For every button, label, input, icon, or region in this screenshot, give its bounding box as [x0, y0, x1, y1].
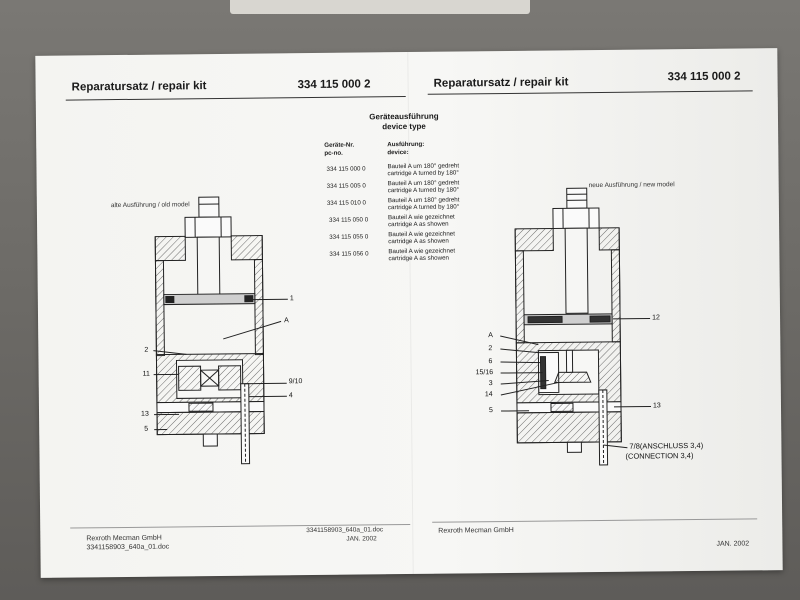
- connection-note-de: 7/8(ANSCHLUSS 3,4): [629, 440, 704, 451]
- footer-company-left: Rexroth Mecman GmbH: [86, 534, 162, 543]
- right-label-5: 5: [488, 407, 493, 415]
- right-label-13: 13: [652, 402, 661, 410]
- right-label-A: A: [488, 332, 493, 340]
- footer-date-right: JAN. 2002: [716, 540, 750, 548]
- footer-doc-left: 3341158903_640a_01.doc: [86, 543, 170, 552]
- right-label-3: 3: [488, 380, 493, 388]
- right-cross-section-drawing: [500, 187, 651, 466]
- document-sheet: Reparatursatz / repair kit 334 115 000 2…: [35, 48, 783, 578]
- left-cross-section-drawing: [153, 196, 288, 465]
- right-label-6: 6: [488, 358, 493, 366]
- right-label-14: 14: [484, 391, 493, 399]
- paper-stack-edge: [230, 0, 530, 14]
- footer-date-center: JAN. 2002: [346, 535, 377, 543]
- connection-note-en: (CONNECTION 3,4): [625, 451, 694, 461]
- right-label-15-16: 15/16: [475, 369, 494, 377]
- right-label-2: 2: [488, 345, 493, 353]
- footer-doc-center: 3341158903_640a_01.doc: [306, 526, 384, 535]
- footer-company-right: Rexroth Mecman GmbH: [438, 526, 514, 535]
- right-label-12: 12: [652, 314, 660, 322]
